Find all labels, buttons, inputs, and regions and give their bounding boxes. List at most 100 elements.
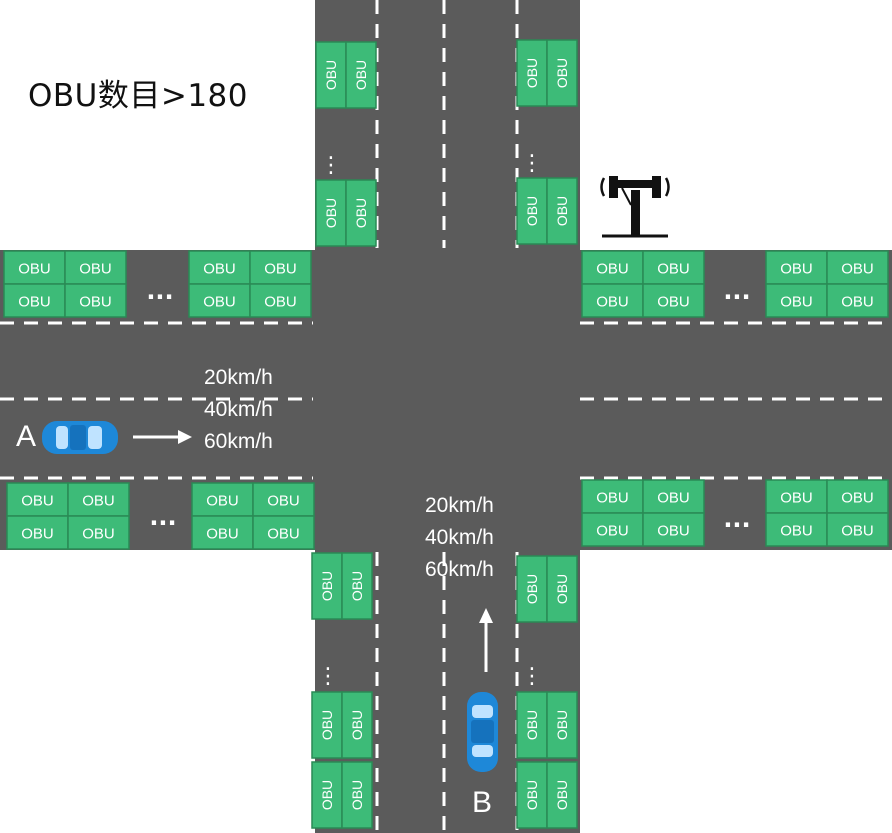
obu-box-fill <box>341 761 373 829</box>
car-a-window-front <box>88 426 102 449</box>
direction-arrows <box>133 430 493 672</box>
obu-box-fill <box>341 552 373 620</box>
obu-label: OBU <box>18 294 51 311</box>
west-speed-list: 20km/h 40km/h 60km/h <box>204 362 273 458</box>
obu-box-fill <box>826 283 889 318</box>
obu-box: OBU <box>826 479 889 514</box>
obu-box-fill <box>191 482 254 517</box>
obu-box-fill <box>765 512 828 547</box>
obu-label: OBU <box>79 261 112 278</box>
obu-box-fill <box>642 512 705 547</box>
ellipsis-vertical: ⋮ <box>320 153 342 178</box>
rsu-wave-left <box>600 177 606 197</box>
obu-label: OBU <box>524 58 540 88</box>
rsu-wave-right <box>664 177 670 197</box>
obu-box-fill <box>516 555 548 623</box>
obu-label: OBU <box>353 198 369 228</box>
speed-label: 60km/h <box>204 430 273 453</box>
obu-box: OBU <box>581 512 644 547</box>
obu-box: OBU <box>581 479 644 514</box>
obu-box-fill <box>826 479 889 514</box>
obu-box: OBU <box>3 250 66 285</box>
obu-box-fill <box>546 177 578 245</box>
obu-box: OBU <box>64 283 127 318</box>
obu-box-fill <box>3 283 66 318</box>
obu-label: OBU <box>264 294 297 311</box>
obu-box: OBU <box>311 552 343 620</box>
obu-box: OBU <box>345 41 377 109</box>
rsu-antenna-icon <box>600 176 670 238</box>
rsu-brace <box>621 187 632 206</box>
obu-label: OBU <box>596 294 629 311</box>
obu-box: OBU <box>546 761 578 829</box>
obu-box-fill <box>311 761 343 829</box>
obu-label: OBU <box>780 523 813 540</box>
obu-box: OBU <box>249 283 312 318</box>
obu-label: OBU <box>657 294 690 311</box>
obu-count-title: OBU数目>180 <box>28 78 249 114</box>
obu-box-fill <box>345 41 377 109</box>
obu-box: OBU <box>341 552 373 620</box>
obu-box: OBU <box>516 177 548 245</box>
ellipsis-vertical: ⋮ <box>317 664 339 689</box>
obu-box-fill <box>546 39 578 107</box>
obu-label: OBU <box>319 780 335 810</box>
obu-label: OBU <box>203 294 236 311</box>
car-icon <box>467 692 498 772</box>
obu-box: OBU <box>546 177 578 245</box>
car-a-window-rear <box>56 426 68 449</box>
obu-box: OBU <box>252 482 315 517</box>
obu-box: OBU <box>826 250 889 285</box>
obu-box: OBU <box>6 515 69 550</box>
obu-box: OBU <box>64 250 127 285</box>
obu-label: OBU <box>841 294 874 311</box>
obu-label: OBU <box>203 261 236 278</box>
speed-label: 40km/h <box>425 526 494 549</box>
obu-label: OBU <box>21 493 54 510</box>
obu-box-fill <box>252 482 315 517</box>
obu-label: OBU <box>554 710 570 740</box>
obu-label: OBU <box>780 261 813 278</box>
obu-box: OBU <box>581 250 644 285</box>
obu-label: OBU <box>82 493 115 510</box>
obu-box-fill <box>67 515 130 550</box>
obu-label: OBU <box>841 523 874 540</box>
obu-label: OBU <box>780 490 813 507</box>
obu-box-fill <box>581 250 644 285</box>
obu-label: OBU <box>267 526 300 543</box>
car-b-label: B <box>472 786 493 819</box>
obu-box-fill <box>581 512 644 547</box>
ellipsis-vertical: ⋮ <box>521 151 543 176</box>
obu-box-fill <box>546 555 578 623</box>
obu-label: OBU <box>554 196 570 226</box>
obu-box: OBU <box>345 179 377 247</box>
south-speed-list: 20km/h 40km/h 60km/h <box>425 490 494 586</box>
obu-box-fill <box>249 283 312 318</box>
obu-box-fill <box>345 179 377 247</box>
obu-box-fill <box>826 512 889 547</box>
obu-box: OBU <box>516 39 548 107</box>
ellipsis-vertical: ⋮ <box>521 664 543 689</box>
obu-label: OBU <box>82 526 115 543</box>
speed-label: 20km/h <box>204 366 273 389</box>
obu-box: OBU <box>826 283 889 318</box>
obu-box: OBU <box>642 283 705 318</box>
obu-label: OBU <box>267 493 300 510</box>
obu-box: OBU <box>311 691 343 759</box>
obu-box: OBU <box>826 512 889 547</box>
obu-label: OBU <box>349 571 365 601</box>
obu-box-fill <box>516 177 548 245</box>
obu-box: OBU <box>516 555 548 623</box>
car-b-roof <box>471 720 494 743</box>
ellipsis-horizontal: ··· <box>723 283 750 311</box>
obu-label: OBU <box>554 780 570 810</box>
obu-box-fill <box>67 482 130 517</box>
obu-label: OBU <box>841 490 874 507</box>
obu-box: OBU <box>67 482 130 517</box>
speed-label: 60km/h <box>425 558 494 581</box>
vehicles <box>42 421 498 772</box>
obu-label: OBU <box>349 780 365 810</box>
obu-box-fill <box>3 250 66 285</box>
car-b-window-rear <box>472 745 493 757</box>
